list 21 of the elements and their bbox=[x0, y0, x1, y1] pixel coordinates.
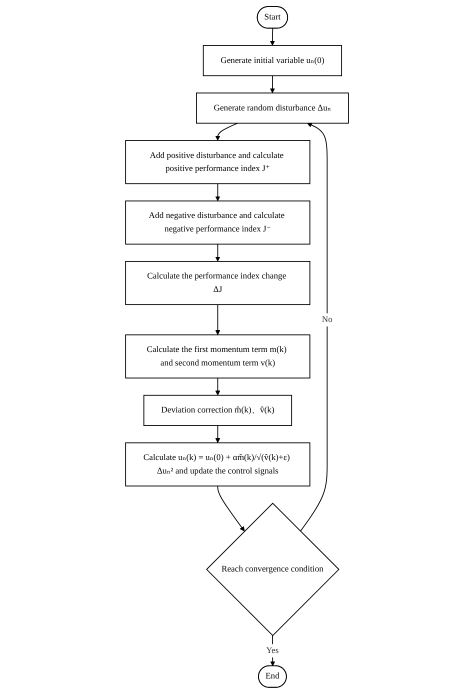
node-box: Calculate the performance index change ΔJ bbox=[125, 261, 310, 306]
arrow bbox=[215, 425, 220, 444]
arrow bbox=[215, 304, 220, 336]
arrow bbox=[270, 28, 275, 46]
arrow bbox=[215, 244, 220, 262]
node-box: Add positive disturbance and calculate positive performance index J⁺ bbox=[125, 140, 310, 184]
arrow bbox=[215, 378, 220, 396]
edge-label: No bbox=[322, 314, 332, 324]
node-box: Generate random disturbance Δuₙ bbox=[196, 92, 349, 124]
node-box: Calculate the first momentum term m(k) and second momentum term v(k) bbox=[125, 334, 310, 378]
node-box: Calculate uₙ(k) = uₙ(0) + αm̂(k)/√(v̂(k)+ε) Δuₙ² and update the control signals bbox=[125, 442, 310, 486]
node-box: Generate initial variable uₙ(0) bbox=[202, 45, 342, 76]
edge-label: Yes bbox=[266, 646, 279, 656]
arrow bbox=[215, 122, 238, 141]
arrow bbox=[300, 122, 328, 532]
node-box: Deviation correction m̂(k)、v̂(k) bbox=[143, 394, 292, 426]
arrow bbox=[217, 486, 245, 532]
arrow bbox=[270, 75, 275, 94]
arrow bbox=[215, 183, 220, 202]
node-box: Add negative disturbance and calculate negative performance index J⁻ bbox=[125, 200, 310, 245]
node-diamond: Reach convergence condition bbox=[206, 502, 340, 636]
